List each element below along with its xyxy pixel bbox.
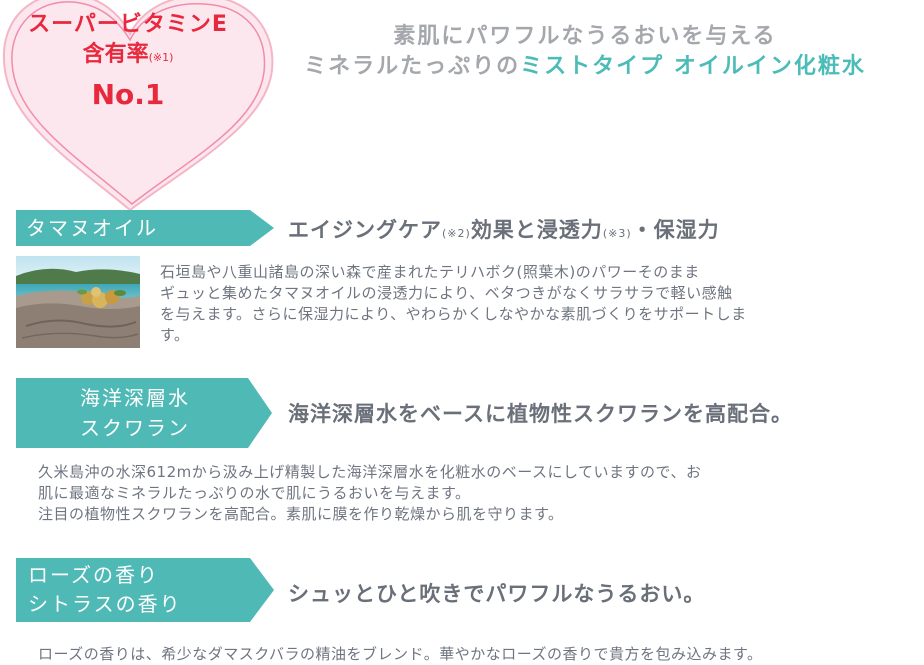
section3-body: ローズの香りは、希少なダマスクバラの精油をブレンド。華やかなローズの香りで貴方を… [38,645,763,663]
badge-line2: 含有率(※1) [82,42,174,67]
tag-scent-options: ローズの香り シトラスの香り [16,558,274,622]
headline-line2: ミネラルたっぷりのミストタイプ オイルイン化粧水 [304,54,866,79]
section1-title: エイジングケア(※2)効果と浸透力(※3)・保湿力 [288,218,720,242]
section2-title: 海洋深層水をベースに植物性スクワランを高配合。 [288,402,793,426]
badge-line1: スーパービタミンE [28,12,228,37]
badge-line3: No.1 [91,78,165,111]
tamanu-nuts-photo [16,256,140,348]
badge-text: スーパービタミンE 含有率(※1) No.1 [8,10,248,115]
tag-deep-sea-water-squalane: 海洋深層水 スクワラン [16,378,272,448]
badge-note: (※1) [148,51,174,64]
section1-body: 石垣島や八重山諸島の深い森で産まれたテリハボク(照葉木)のパワーそのまま ギュッ… [160,263,747,344]
tag-tamanu-oil: タマヌオイル [16,210,274,246]
section2-body: 久米島沖の水深612mから汲み上げ精製した海洋深層水を化粧水のベースにしています… [38,463,702,523]
headline-line1: 素肌にパワフルなうるおいを与える [393,24,777,49]
heart-badge-icon [2,0,274,212]
section3-title: シュッとひと吹きでパワフルなうるおい。 [288,582,706,606]
headline-highlight: ミストタイプ オイルイン化粧水 [520,54,866,79]
